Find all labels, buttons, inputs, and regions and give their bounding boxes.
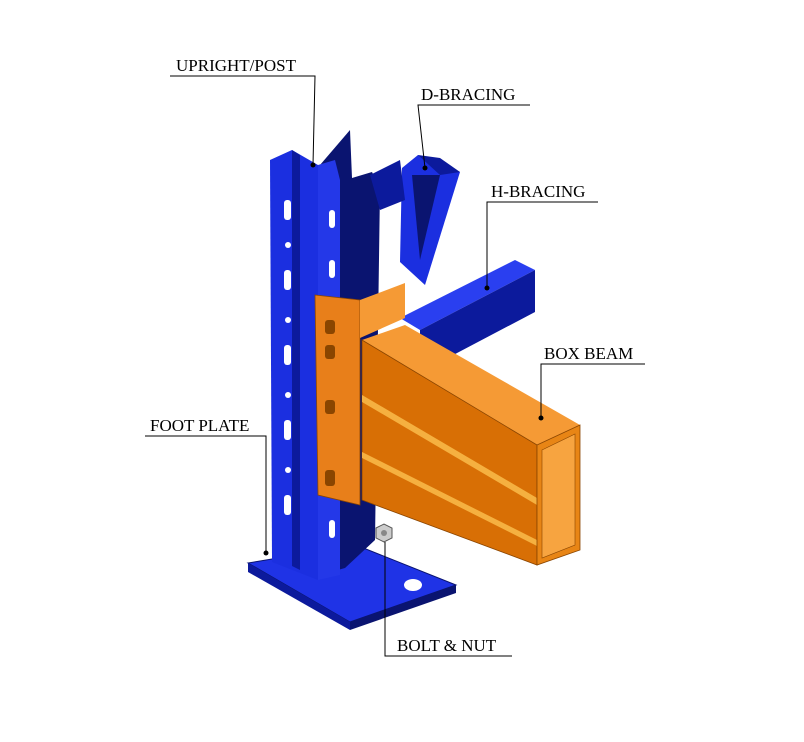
label-h-bracing: H-BRACING <box>491 182 585 201</box>
bolt-nut <box>375 523 393 543</box>
label-upright-post: UPRIGHT/POST <box>176 56 297 75</box>
label-d-bracing: D-BRACING <box>421 85 515 104</box>
label-foot-plate: FOOT PLATE <box>150 416 249 435</box>
label-bolt-nut: BOLT & NUT <box>397 636 497 655</box>
d-bracing <box>400 155 460 285</box>
beam-connector <box>314 283 405 506</box>
leader-lines <box>145 75 645 657</box>
h-bracing <box>400 260 535 362</box>
label-box-beam: BOX BEAM <box>544 344 633 363</box>
box-beam <box>361 325 581 566</box>
